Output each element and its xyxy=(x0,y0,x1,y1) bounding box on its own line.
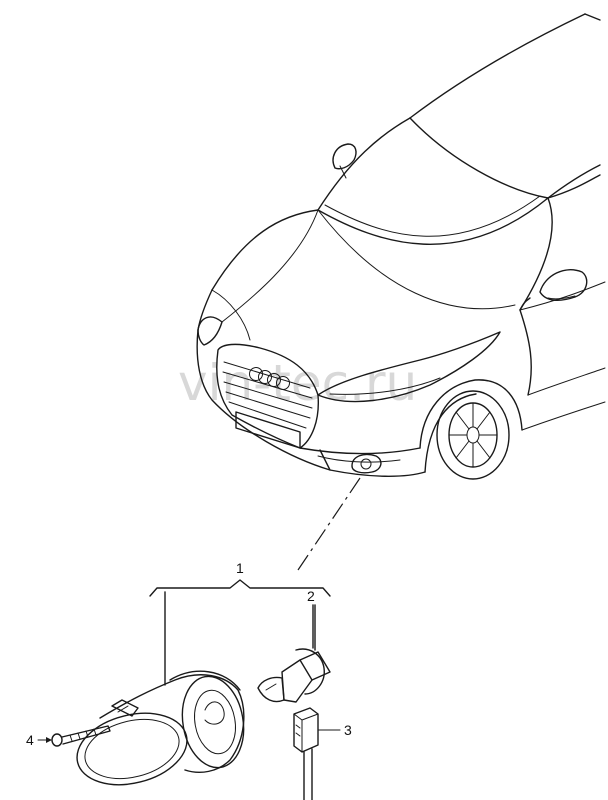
callout-4-label: 4 xyxy=(26,732,34,748)
audi-rings-logo xyxy=(249,367,290,390)
callout-1-bracket xyxy=(149,579,331,686)
fog-lamp-bulb xyxy=(257,648,331,703)
car-front-illustration xyxy=(196,13,606,480)
bulb-connector xyxy=(293,707,319,800)
fog-lamp-housing xyxy=(76,670,245,786)
callout-3-label: 3 xyxy=(344,722,352,738)
assembly-leader-line xyxy=(297,477,361,571)
fog-light-opening xyxy=(351,453,382,474)
callout-2-label: 2 xyxy=(307,588,315,604)
callout-1-label: 1 xyxy=(236,560,244,576)
front-wheel xyxy=(436,390,510,480)
